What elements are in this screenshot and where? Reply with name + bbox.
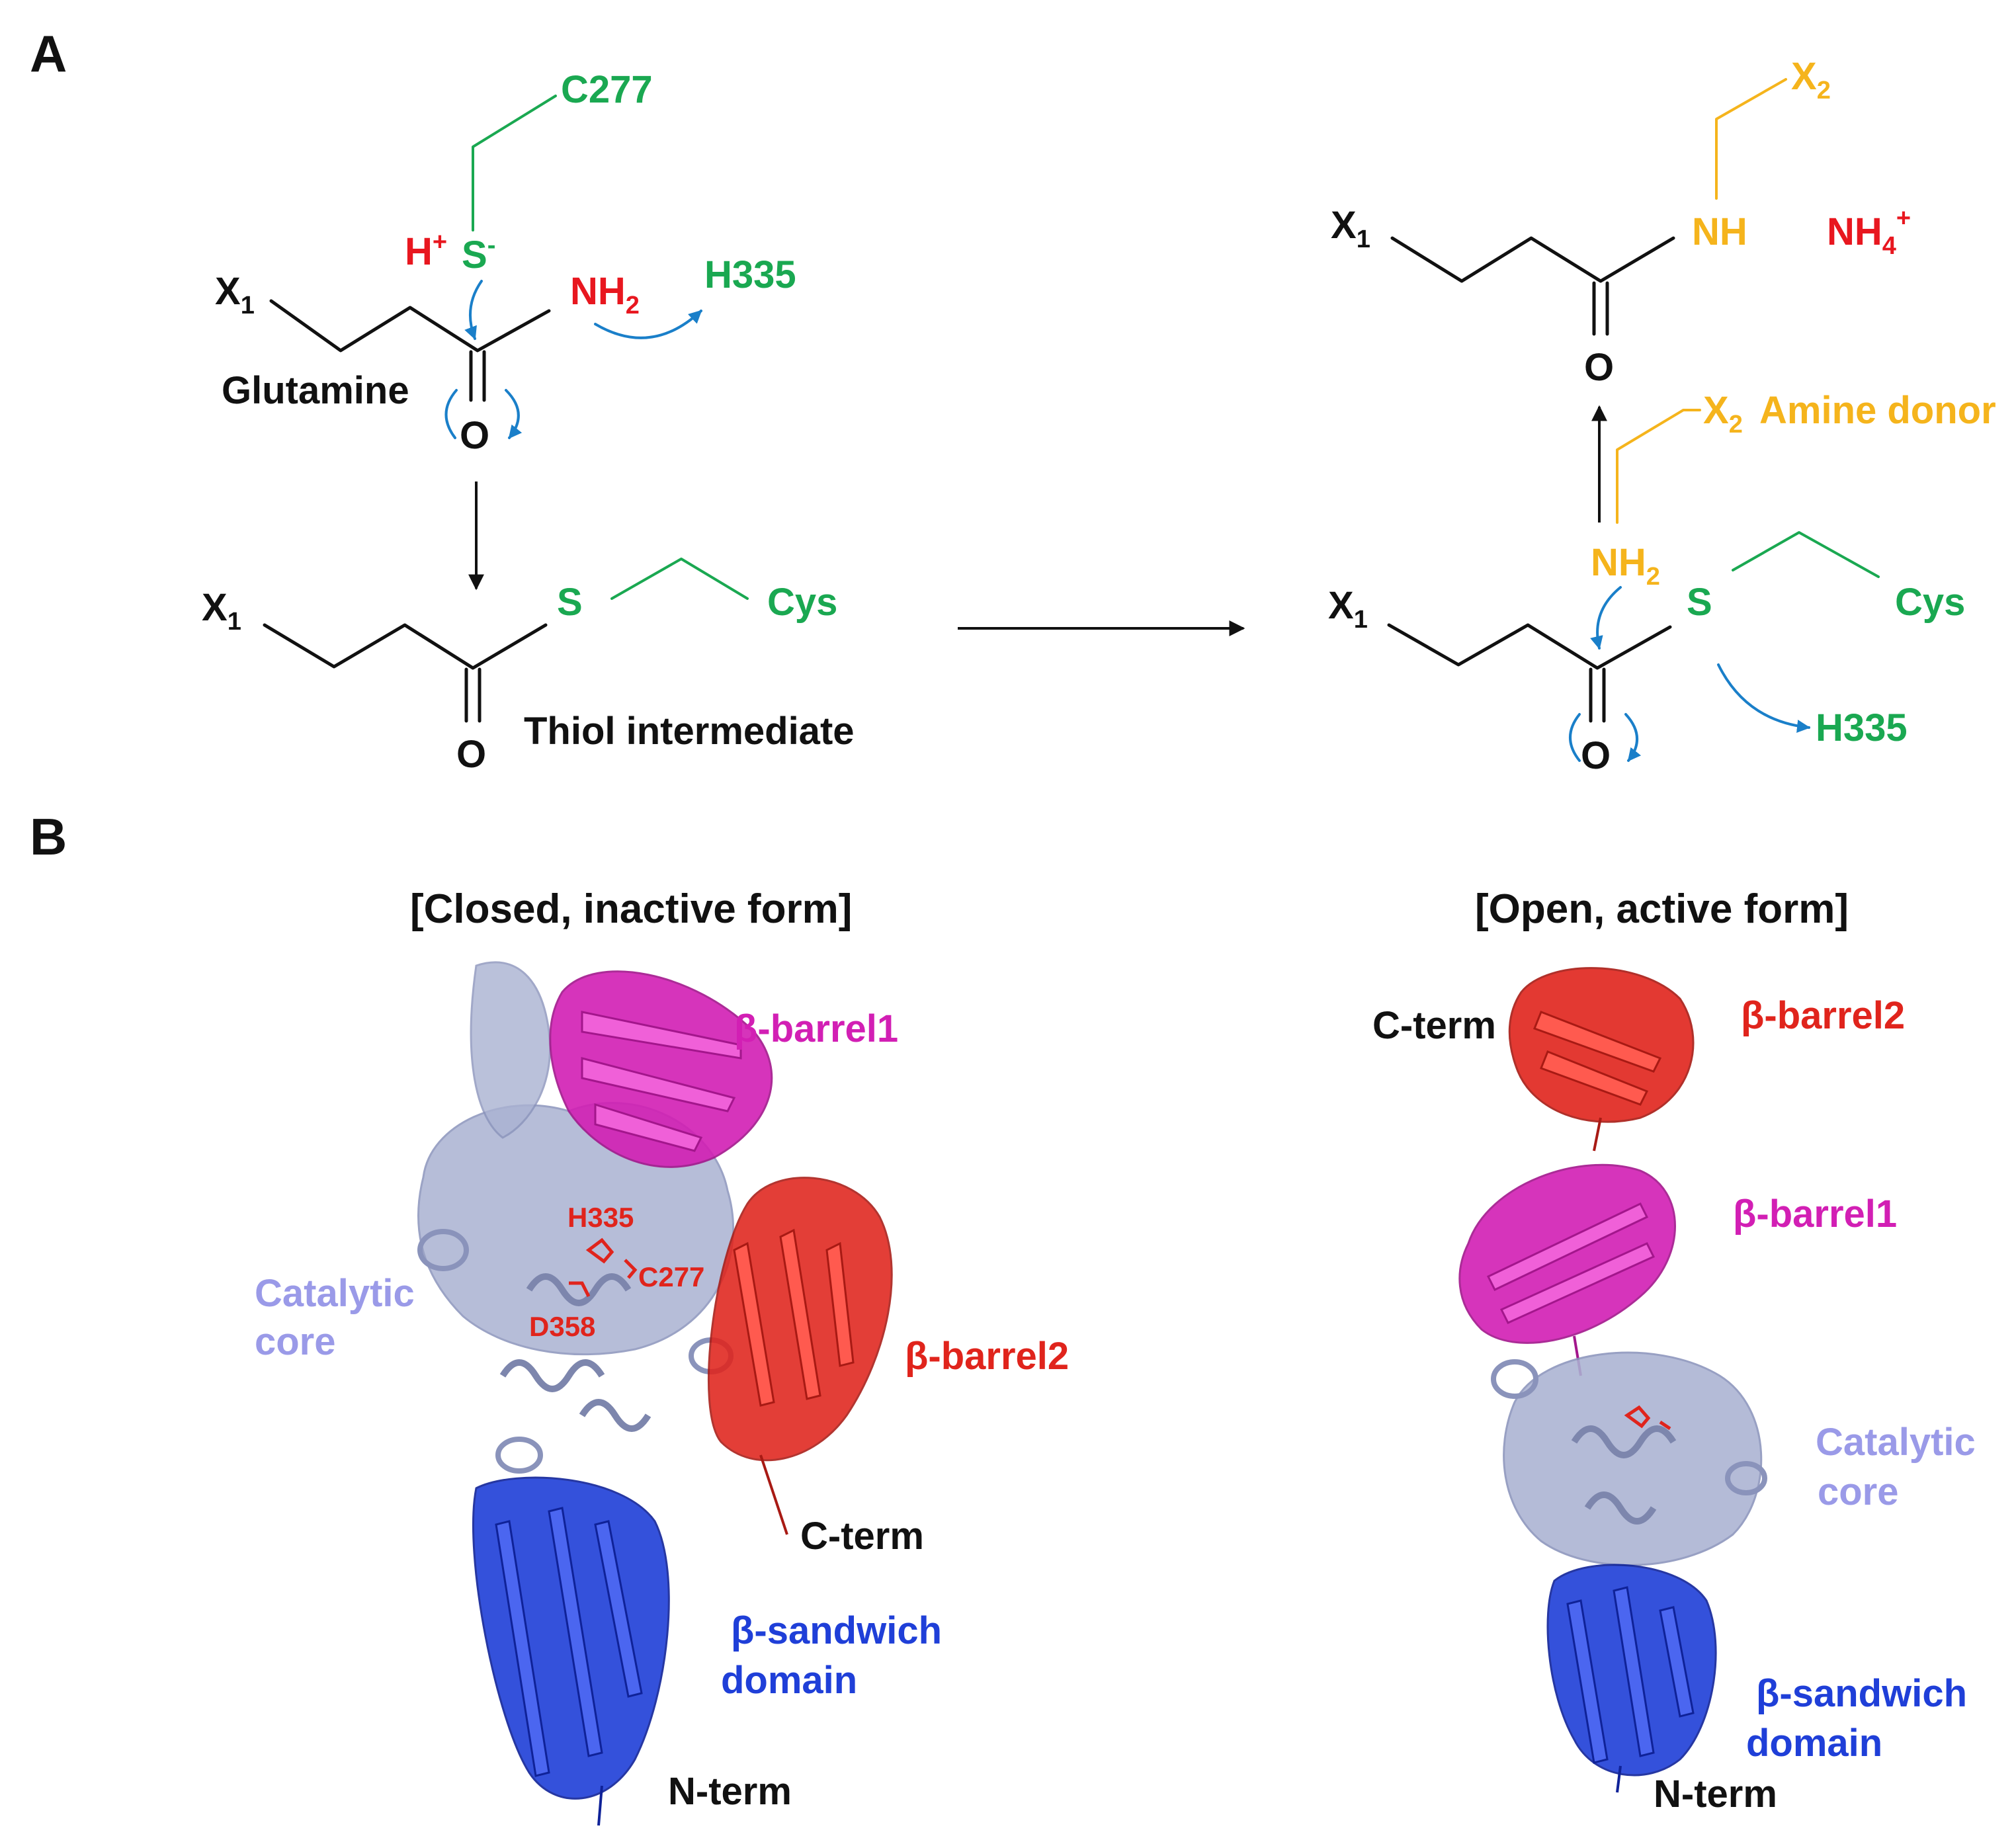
intermediate-cys-label: Cys [767,581,837,624]
amine-nh2-label: NH2 [1591,541,1660,591]
amide-nh2-label: NH2 [570,270,640,319]
panel-b-label: B [30,808,67,866]
nucleophilic-attack-arrow [464,280,483,340]
open-beta-sandwich-label-line2: domain [1746,1722,1882,1765]
aminolysis-carbonyl-left-arrow [1569,713,1581,762]
panel-a-label: A [30,24,67,83]
glutamine-chain [269,299,551,353]
product-oxygen-label: O [1584,346,1614,389]
amine-donor-x2-label: X2 [1703,389,1743,439]
amine-attack-arrow [1590,586,1622,650]
open-c-term-label: C-term [1372,1004,1496,1047]
product-x2-label: X2 [1791,55,1831,105]
open-beta-barrel2 [1508,967,1695,1123]
closed-h335-label: H335 [567,1202,634,1233]
open-beta-sandwich [1546,1564,1717,1777]
proton-label: H+ [405,228,447,273]
open-beta-sandwich-label-line1: β-sandwich [1756,1672,1967,1715]
open-form-structure: [Open, active form] [1372,886,1976,1816]
open-catalytic-core-label-line2: core [1818,1470,1899,1513]
c277-sidechain [472,95,557,231]
closed-form-structure: [Closed, inactive form] [255,886,1069,1826]
product-x1-label: X1 [1331,204,1370,253]
closed-n-term-tail [597,1785,603,1826]
closed-catalytic-core-label-line2: core [255,1320,336,1363]
intermediate-chain [263,623,548,670]
thiolate-label: S- [462,231,495,276]
carbonyl-left-arrow [444,389,458,439]
intermediate-name: Thiol intermediate [524,710,855,753]
intermediate-oxygen-label: O [456,733,486,776]
open-catalytic-core-label-line1: Catalytic [1816,1421,1976,1464]
closed-beta-sandwich-label-line2: domain [721,1659,857,1702]
closed-beta-barrel1-label: β-barrel1 [734,1007,898,1050]
open-beta-barrel1 [1458,1163,1676,1344]
closed-beta-sandwich-label-line1: β-sandwich [731,1609,942,1652]
closed-beta-barrel1 [549,970,773,1168]
glutamine-x1-label: X1 [215,270,255,319]
proton-transfer-arrow [594,310,702,339]
aminolysis-oxygen-label: O [1581,734,1611,777]
closed-d358-label: D358 [529,1311,595,1342]
intermediate-x1-label: X1 [202,586,241,636]
closed-c-term-label: C-term [800,1515,924,1558]
aminolysis-chain [1387,623,1672,670]
open-linker-1 [1593,1117,1602,1152]
open-n-term-tail [1616,1765,1622,1793]
closed-c-term-tail [759,1454,788,1535]
open-beta-barrel2-label: β-barrel2 [1741,994,1905,1037]
aminolysis-s-label: S [1687,581,1712,624]
open-catalytic-core [1491,1351,1767,1566]
closed-form-title: [Closed, inactive form] [410,886,852,932]
intermediate-s-label: S [557,581,583,624]
ammonium-label: NH4+ [1827,204,1911,260]
carbonyl-right-arrow [505,389,523,439]
open-beta-barrel1-label: β-barrel1 [1733,1193,1897,1236]
product-chain [1390,236,1675,283]
closed-c277-label: C277 [638,1261,704,1292]
closed-beta-barrel2-label: β-barrel2 [905,1335,1069,1378]
closed-n-term-label: N-term [668,1770,792,1813]
h335-label-step3: H335 [1816,706,1908,749]
aminolysis-carbonyl-right-arrow [1624,713,1642,762]
aminolysis-cys-chain [1732,531,1880,578]
closed-beta-barrel2 [708,1177,893,1462]
intermediate-cys-chain [610,558,749,600]
thiol-intermediate-structure: X1 S Cys O Thiol intermediate [202,558,855,776]
amine-donor-chain [1616,409,1701,524]
c277-label: C277 [561,68,653,111]
closed-active-site [569,1237,638,1298]
amine-donor-label: Amine donor [1759,389,1996,432]
product-amine-chain [1715,78,1787,200]
closed-beta-sandwich [472,1476,670,1800]
open-form-title: [Open, active form] [1475,886,1849,932]
h335-label-step1: H335 [704,253,796,296]
glutamine-structure: X1 C277 H+ S- NH2 H335 O Glutamine [215,68,796,457]
product-nh-label: NH [1692,210,1747,253]
product-structure: X1 NH X2 NH4+ O [1331,55,1911,389]
thiolate-release-arrow [1717,663,1810,733]
closed-catalytic-core-label-line1: Catalytic [255,1272,415,1315]
aminolysis-cys-label: Cys [1895,581,1965,624]
glutamine-oxygen-label: O [460,414,489,457]
open-active-site [1624,1405,1671,1431]
aminolysis-structure: X1 NH2 X2 Amine donor S Cys H335 O [1328,389,1996,777]
open-n-term-label: N-term [1654,1773,1777,1816]
aminolysis-x1-label: X1 [1328,584,1368,634]
glutamine-name: Glutamine [222,369,409,412]
